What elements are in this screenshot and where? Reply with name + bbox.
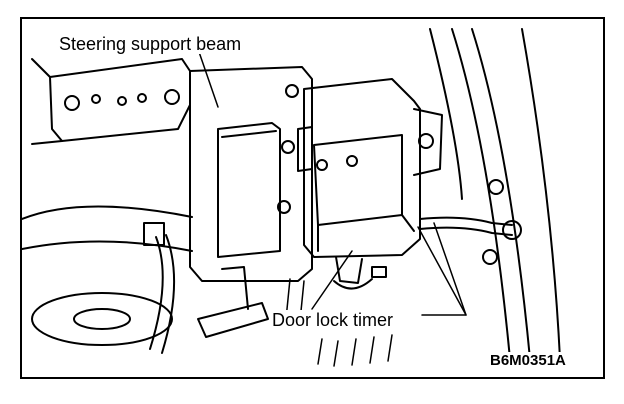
mounting-bracket [189, 66, 313, 282]
door-lock-timer-illustration [22, 28, 561, 367]
label-door-lock-timer: Door lock timer [269, 310, 397, 330]
steering-support-beam [31, 58, 191, 145]
figure-code: B6M0351A [488, 352, 568, 369]
diagram-frame: Steering support beam Door lock timer B6… [20, 17, 605, 379]
label-steering-support-beam: Steering support beam [56, 34, 245, 54]
lower-dash-components [22, 205, 269, 354]
door-lock-timer-unit [297, 78, 443, 290]
wiring-harness [419, 179, 522, 265]
door-frame [429, 28, 561, 360]
leader-lines [197, 48, 467, 316]
